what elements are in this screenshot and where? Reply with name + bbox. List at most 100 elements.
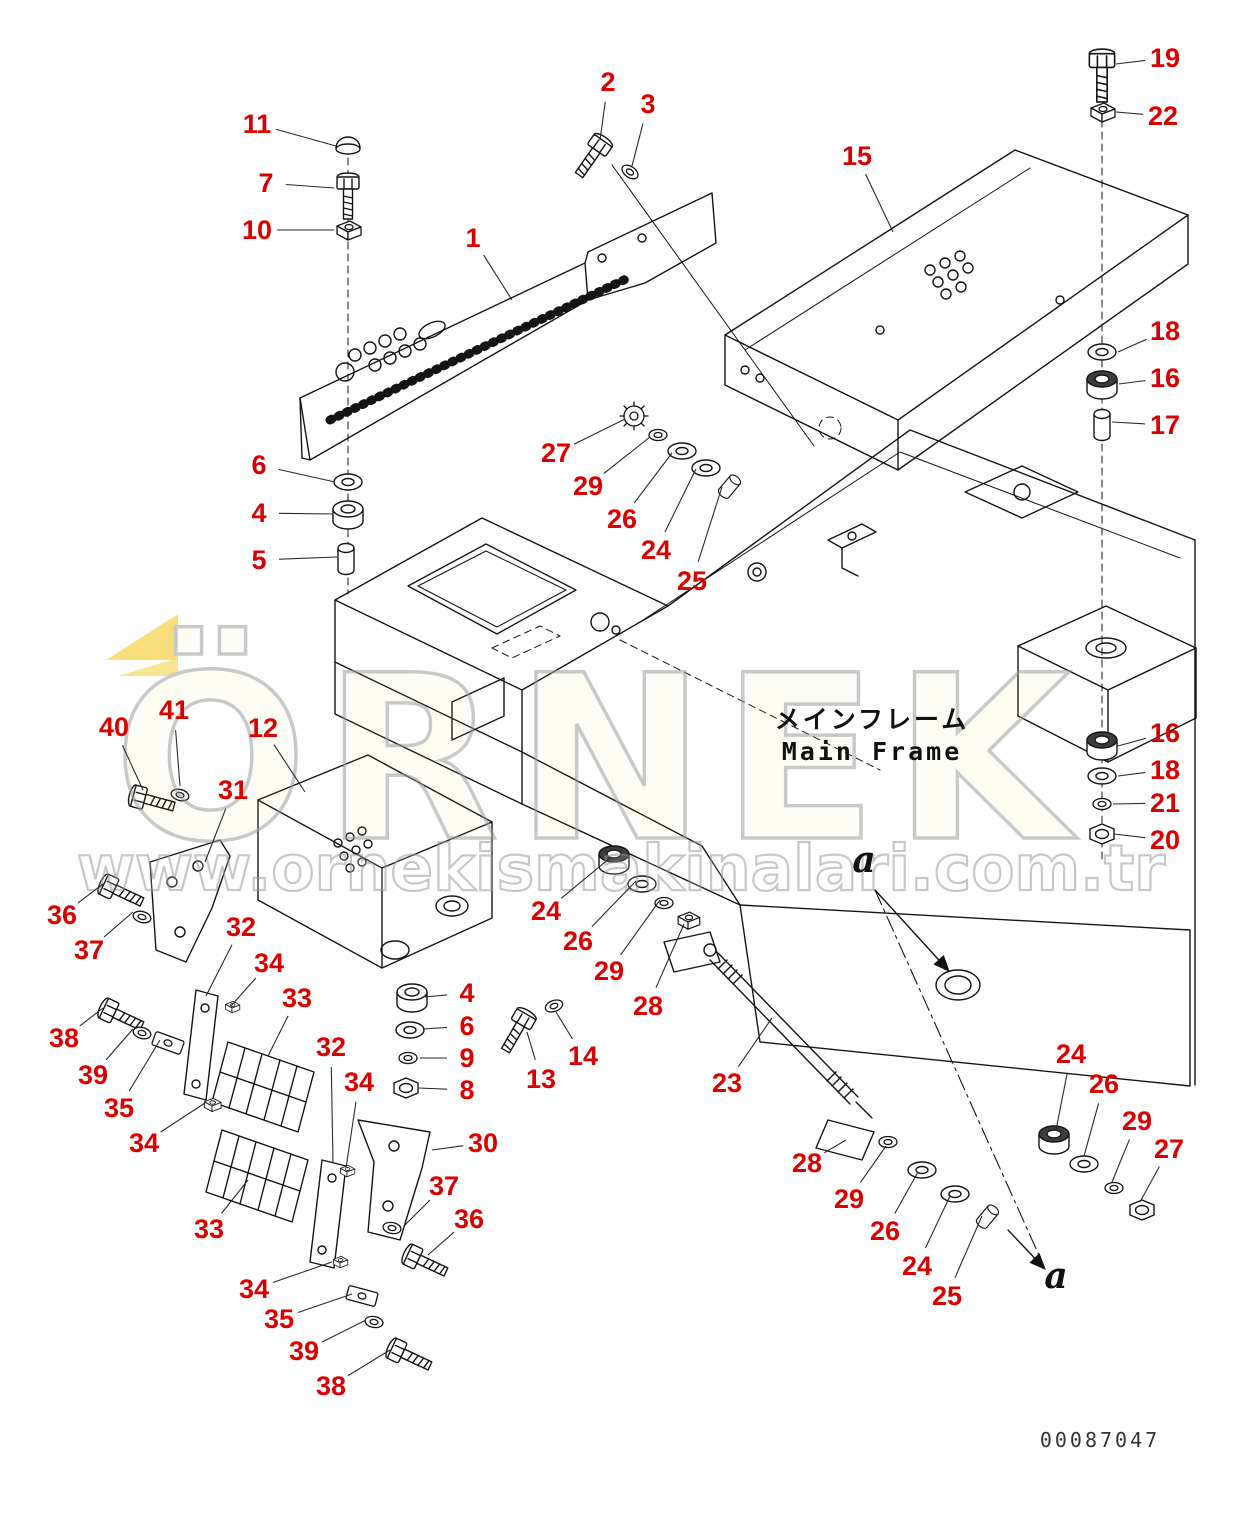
callout-label: 35 — [264, 1304, 294, 1334]
callout-leader — [633, 452, 673, 504]
callout-leader — [160, 1102, 206, 1133]
bolt-27-b — [1129, 1199, 1155, 1221]
callout-label: 39 — [78, 1060, 108, 1090]
strap-32-b — [309, 1159, 347, 1269]
callout-leader — [103, 911, 134, 938]
callout-leader — [128, 1039, 161, 1092]
callout-leader — [424, 994, 448, 998]
washer-29-d — [1104, 1181, 1124, 1195]
plate-28-b — [815, 1119, 875, 1161]
callout-label: 25 — [677, 566, 707, 596]
bolt-38-b — [382, 1335, 436, 1377]
callout-leader — [121, 744, 144, 791]
callout-label: 21 — [1150, 788, 1180, 818]
washer-18-a — [1087, 343, 1117, 361]
bushing-24-d — [1038, 1125, 1070, 1155]
callout-label: 14 — [568, 1041, 598, 1071]
part-15-cover-box — [724, 149, 1189, 471]
bushing-16-a — [1086, 370, 1118, 400]
washer-26-a — [667, 442, 697, 460]
callout-leader — [1113, 833, 1146, 839]
bushing-4-b — [396, 983, 428, 1013]
callout-label: 18 — [1150, 755, 1180, 785]
callout-label: 35 — [104, 1093, 134, 1123]
callout-leader — [1115, 111, 1144, 115]
callout-leader — [599, 101, 606, 141]
callout-label: 24 — [531, 896, 561, 926]
callout-leaders — [77, 59, 1160, 1377]
watermark-flag-icon-2 — [118, 658, 178, 676]
callout-label: 28 — [633, 991, 663, 1021]
cap-11 — [335, 136, 361, 155]
bolt-36-b — [398, 1241, 452, 1283]
washer-21 — [1092, 797, 1112, 811]
callout-label: 4 — [251, 498, 266, 528]
callout-label: 29 — [594, 956, 624, 986]
callout-leader — [347, 1349, 391, 1377]
callout-leader — [925, 1195, 951, 1249]
callout-label: 36 — [454, 1204, 484, 1234]
callout-leader — [273, 744, 306, 793]
callout-leader — [431, 1145, 464, 1151]
callout-leader — [418, 1087, 448, 1090]
bolt-7 — [336, 172, 360, 220]
callout-leader — [865, 173, 894, 233]
washer-24-c — [940, 1185, 970, 1203]
washer-39-b — [363, 1314, 385, 1330]
spacer-5 — [337, 542, 355, 576]
callout-label: 37 — [74, 935, 104, 965]
callout-leader — [321, 1319, 367, 1343]
callout-numbers: 1171023192215118161727292624256451618212… — [47, 43, 1184, 1401]
callout-label: 12 — [248, 713, 278, 743]
callout-label: 16 — [1150, 718, 1180, 748]
nut-34-a — [203, 1097, 222, 1113]
line-art — [94, 48, 1197, 1377]
callout-label: 34 — [239, 1274, 269, 1304]
washer-26-c — [907, 1161, 937, 1179]
callout-leader — [823, 1139, 847, 1154]
main-frame — [334, 429, 1197, 1271]
callout-label: 24 — [902, 1251, 932, 1281]
callout-leader — [278, 468, 336, 483]
washer-37-a — [131, 908, 153, 926]
section-marker-label: a — [852, 839, 875, 881]
spacer-17 — [1093, 408, 1111, 442]
callout-leader — [573, 418, 626, 445]
callout-leader — [427, 1231, 455, 1256]
washer-29-a — [648, 428, 668, 442]
callout-label: 32 — [226, 912, 256, 942]
callout-leader — [221, 1179, 249, 1214]
callout-leader — [737, 1017, 773, 1067]
callout-label: 33 — [194, 1214, 224, 1244]
callout-leader — [1111, 1139, 1130, 1183]
callout-leader — [1117, 737, 1146, 747]
callout-label: 7 — [258, 168, 273, 198]
callout-leader — [561, 857, 611, 899]
callout-label: 40 — [99, 712, 129, 742]
callout-label: 4 — [459, 978, 474, 1008]
callout-label: 23 — [712, 1068, 742, 1098]
washer-14 — [542, 997, 566, 1015]
callout-leader — [175, 729, 181, 787]
washer-26-d — [1069, 1155, 1099, 1173]
callout-label: 26 — [563, 926, 593, 956]
callout-leader — [105, 1028, 134, 1061]
callout-label: 41 — [159, 695, 189, 725]
callout-label: 8 — [459, 1075, 474, 1105]
bracket-30 — [357, 1119, 431, 1241]
callout-leader — [1083, 1103, 1100, 1157]
frame-label-en: Main Frame — [782, 737, 963, 766]
washer-37-b — [381, 1220, 403, 1236]
callout-leader — [285, 183, 335, 189]
section-marker-label: a — [1044, 1255, 1067, 1297]
washer-6-b — [395, 1021, 425, 1039]
step-33-b — [205, 1129, 309, 1223]
doc-number: 00087047 — [1040, 1428, 1160, 1452]
pin-25-a — [716, 472, 743, 501]
callout-label: 28 — [792, 1148, 822, 1178]
plate-35-a — [150, 1030, 186, 1056]
callout-leader — [526, 1031, 536, 1060]
callout-label: 34 — [254, 948, 284, 978]
callout-label: 19 — [1150, 43, 1180, 73]
callout-leader — [79, 1007, 104, 1027]
